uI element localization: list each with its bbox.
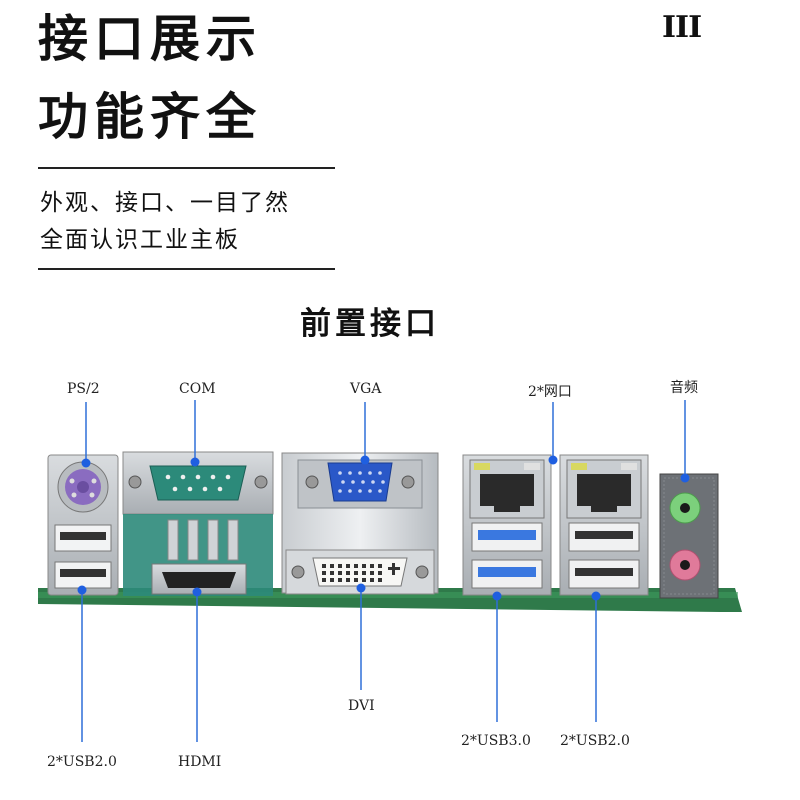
usb2-port-right-2 <box>575 568 633 576</box>
usb3-port-1 <box>478 530 536 540</box>
lan-port-1 <box>480 474 534 512</box>
section-title: 前置接口 <box>300 306 440 342</box>
heading-line-1: 接口展示 <box>38 10 262 68</box>
lan-usb2-stack <box>559 454 649 596</box>
divider-bottom <box>38 268 335 270</box>
com-hdmi-block <box>122 451 274 596</box>
label-usb3: 2*USB3.0 <box>461 733 531 749</box>
label-usb2-left: 2*USB2.0 <box>47 754 117 770</box>
label-usb2-right: 2*USB2.0 <box>560 733 630 749</box>
vga-port <box>327 462 393 502</box>
label-dvi: DVI <box>348 698 375 714</box>
callout-leaders <box>81 400 686 742</box>
audio-block <box>659 473 719 599</box>
ps2-usb-stack <box>47 454 119 596</box>
label-lan: 2*网口 <box>528 384 572 400</box>
subtitle-line-2: 全面认识工业主板 <box>40 227 240 253</box>
usb2-port-right-1 <box>575 531 633 539</box>
roman-numeral-mark: III <box>662 10 702 45</box>
divider-top <box>38 167 335 169</box>
subtitle-line-1: 外观、接口、一目了然 <box>40 190 290 216</box>
label-vga: VGA <box>350 381 382 397</box>
lan-port-2 <box>577 474 631 512</box>
vga-dvi-block <box>281 452 439 595</box>
hdmi-port <box>162 572 236 588</box>
label-com: COM <box>179 381 216 397</box>
label-hdmi: HDMI <box>178 754 222 770</box>
lan-usb3-stack <box>462 454 552 596</box>
usb3-port-2 <box>478 567 536 577</box>
label-audio: 音频 <box>670 380 698 396</box>
callout-dots <box>77 455 690 601</box>
com-port <box>149 465 247 501</box>
heading-line-2: 功能齐全 <box>38 88 262 146</box>
label-ps2: PS/2 <box>67 381 100 397</box>
dvi-port <box>312 557 408 587</box>
